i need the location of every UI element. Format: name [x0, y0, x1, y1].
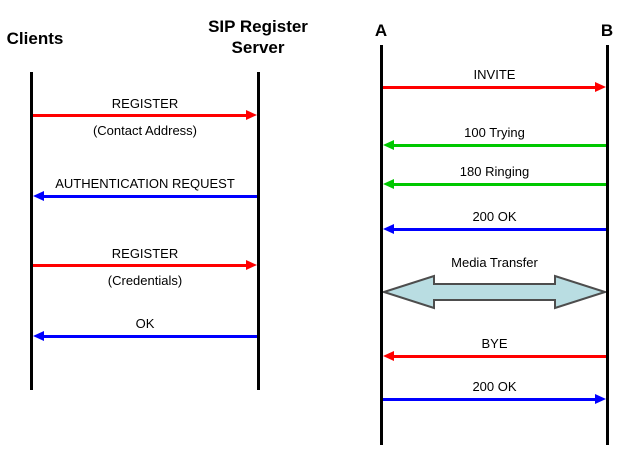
- message-label: INVITE: [473, 67, 516, 82]
- lifeline-clients: [30, 72, 33, 390]
- message-invite: INVITE: [383, 67, 606, 92]
- left-arrow-icon: [33, 331, 257, 341]
- double-block-arrow-shape: [383, 274, 606, 310]
- right-arrow-icon: [383, 394, 606, 404]
- message-label: 100 Trying: [464, 125, 525, 140]
- message-label: BYE: [481, 336, 508, 351]
- arrowhead-icon: [595, 394, 606, 404]
- arrowhead-icon: [383, 179, 394, 189]
- right-arrow-icon: [383, 82, 606, 92]
- message-200-ok-response: 200 OK: [383, 209, 606, 234]
- message-media-transfer: Media Transfer: [383, 255, 606, 311]
- arrowhead-icon: [33, 191, 44, 201]
- actor-clients: Clients: [6, 29, 64, 48]
- arrowhead-icon: [246, 260, 257, 270]
- arrowhead-icon: [383, 351, 394, 361]
- arrowhead-icon: [383, 140, 394, 150]
- lifeline-b: [606, 45, 609, 445]
- message-180-ringing: 180 Ringing: [383, 164, 606, 189]
- lifeline-server: [257, 72, 260, 390]
- message-200-ok-bye: 200 OK: [383, 379, 606, 404]
- message-label: OK: [135, 316, 155, 331]
- message-ok: OK: [33, 316, 257, 341]
- message-label: AUTHENTICATION REQUEST: [55, 176, 235, 191]
- arrowhead-icon: [383, 224, 394, 234]
- message-label: REGISTER: [111, 96, 179, 111]
- left-arrow-icon: [383, 140, 606, 150]
- actor-a: A: [374, 21, 388, 40]
- actor-b: B: [600, 21, 614, 40]
- message-sublabel: (Credentials): [107, 273, 183, 288]
- arrowhead-icon: [33, 331, 44, 341]
- message-authentication-request: AUTHENTICATION REQUEST: [33, 176, 257, 201]
- right-arrow-icon: [33, 110, 257, 120]
- left-arrow-icon: [383, 179, 606, 189]
- lifeline-a: [380, 45, 383, 445]
- left-arrow-icon: [383, 351, 606, 361]
- left-arrow-icon: [383, 224, 606, 234]
- double-block-arrow-icon: [383, 274, 606, 310]
- actor-sip-register-server: SIP Register Server: [208, 17, 308, 57]
- right-arrow-icon: [33, 260, 257, 270]
- message-register-credentials: REGISTER (Credentials): [33, 246, 257, 291]
- left-arrow-icon: [33, 191, 257, 201]
- message-label: Media Transfer: [451, 255, 538, 270]
- message-label: 180 Ringing: [459, 164, 530, 179]
- message-label: 200 OK: [472, 209, 517, 224]
- message-register-contact: REGISTER (Contact Address): [33, 96, 257, 141]
- message-bye: BYE: [383, 336, 606, 361]
- message-label: 200 OK: [472, 379, 517, 394]
- arrowhead-icon: [595, 82, 606, 92]
- message-label: REGISTER: [111, 246, 179, 261]
- arrowhead-icon: [246, 110, 257, 120]
- message-100-trying: 100 Trying: [383, 125, 606, 150]
- message-sublabel: (Contact Address): [92, 123, 198, 138]
